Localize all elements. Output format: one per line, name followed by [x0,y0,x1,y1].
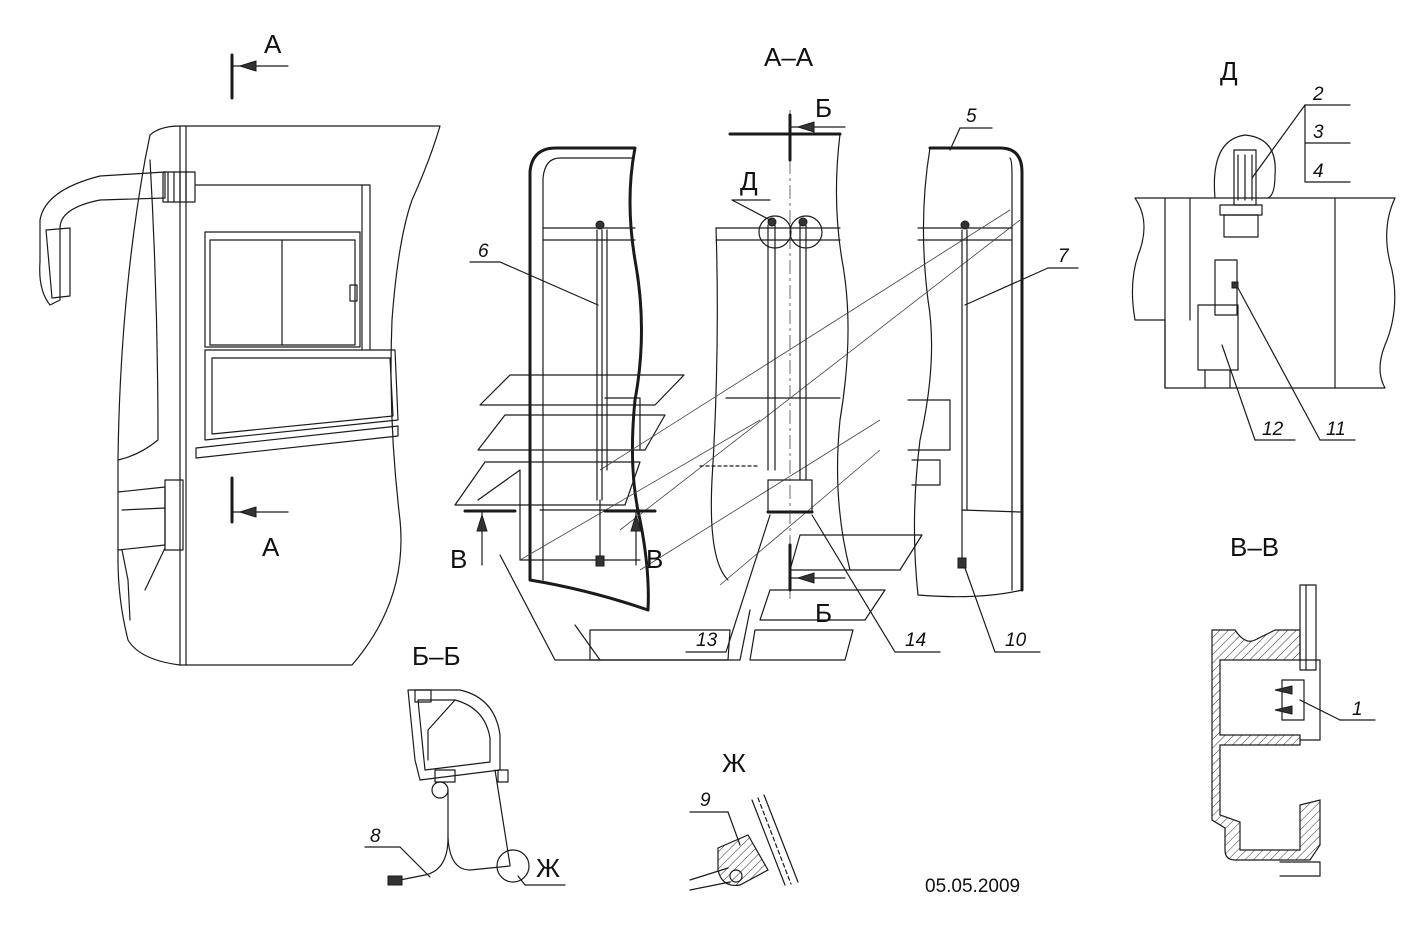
part-10-label: 10 [1005,630,1027,651]
cut-line-b: Б Б [788,93,846,628]
part-5-label: 5 [966,106,977,127]
cut-label-b-bottom: Б [815,598,832,628]
cut-line-a: А А [230,29,289,562]
section-bb-view [387,689,530,886]
cut-label-v-right: В [646,544,663,574]
part-9-label: 9 [700,790,711,811]
part-7-label: 7 [1058,246,1070,267]
section-aa-title: А–А [764,42,814,72]
part-6-label: 6 [478,241,489,262]
leaders-vv: 1 [1299,699,1376,721]
callout-label-d: Д [740,166,758,196]
leaders-zh: 9 [689,790,741,846]
detail-d-view [1131,134,1396,389]
section-aa-view [454,132,1024,661]
cut-label-a-top: А [264,29,282,59]
cut-line-v: В В [450,509,663,574]
section-bb-title: Б–Б [412,641,461,671]
part-12-label: 12 [1262,419,1284,440]
part-3-label: 3 [1313,122,1324,143]
callout-label-zh: Ж [536,853,560,883]
part-13-label: 13 [696,630,718,651]
part-8-label: 8 [370,826,381,847]
leaders-aa: 6 5 7 13 14 10 [469,106,1079,653]
cut-label-v-left: В [450,544,467,574]
section-vv-view [1211,584,1321,877]
part-11-label: 11 [1326,419,1346,440]
detail-d-title: Д [1220,56,1238,86]
part-1-label: 1 [1352,699,1363,720]
leaders-bb: 8 Ж [364,826,566,886]
part-2-label: 2 [1312,84,1324,105]
part-14-label: 14 [905,630,926,651]
detail-zh-title: Ж [722,748,746,778]
leaders-d: 2 3 4 12 11 [1221,84,1356,441]
cut-label-b-top: Б [815,93,832,123]
detail-zh-view [689,794,799,891]
part-4-label: 4 [1313,161,1324,182]
drawing-date: 05.05.2009 [925,876,1020,897]
cab-side-view [39,125,441,666]
cut-label-a-bottom: А [262,532,280,562]
callout-d: Д [731,166,771,221]
section-vv-title: В–В [1230,532,1279,562]
